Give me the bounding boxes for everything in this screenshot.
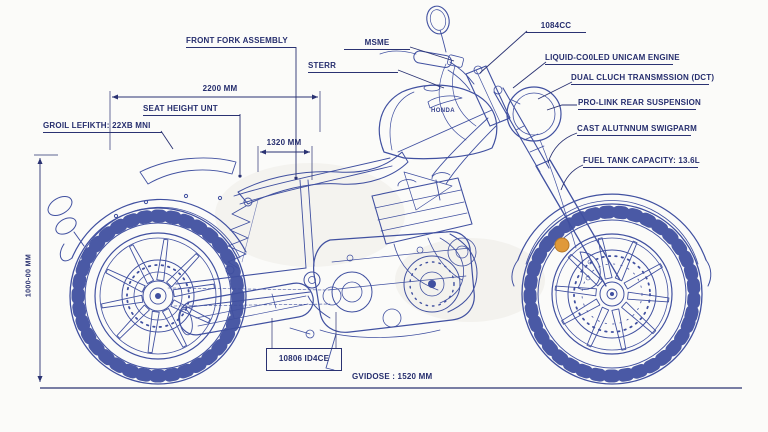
frame [233,109,497,269]
honda-wing-logo [427,95,463,109]
leader-swingarm [547,132,578,164]
label-wheelbase: GVIDOSE : 1520 MM [352,372,433,381]
label-front-fork-assembly: FRONT FORK ASSEMBLY [186,36,296,48]
handlebar-assembly [379,5,511,141]
grip [413,50,452,68]
annotation-lines [34,30,742,389]
kickstand [325,333,337,371]
fuel-tank [378,84,498,160]
swingarm [167,267,342,309]
label-seat-height: SEAT HEIGHT UNT [143,104,240,116]
front-fork [493,85,712,290]
label-fuel-tank: FUEL TANK CAPACITY: 13.6L [583,156,700,168]
front-brake-disc [567,249,657,339]
turn-signal [55,217,77,235]
label-dim-height: 1000-00 MM [25,253,33,298]
rear-fender [47,157,247,265]
engine [289,172,477,371]
leader-displacement [479,30,528,74]
brake-caliper [577,251,601,290]
mirror [426,5,450,35]
headlight [506,86,562,142]
leader-suspension [546,104,577,111]
label-steer: STERR [308,61,398,73]
leader-overall-length [160,130,174,150]
mirror-stalk [439,29,447,53]
leader-transmission [537,81,573,100]
exhaust [178,233,478,336]
pillion-pad [139,157,237,185]
alternator-cover [331,271,373,313]
label-overall-length: GROIL LEFIKTH: 22XB MNI [43,121,162,133]
headstock [465,65,511,127]
label-dim-2200: 2200 MM [202,84,238,93]
label-handlebar-callout: MSME [344,38,410,50]
rear-shock [225,197,259,275]
accent-marker-dot [554,237,570,253]
leader-msme [409,46,455,62]
leader-steer [397,69,445,89]
fuel-cap [423,84,441,92]
label-part-code: 10806 ID4CE [266,348,342,371]
throttle-cable [452,65,477,127]
brake-lever [379,50,417,55]
tail-light [47,196,73,216]
leader-engine [512,61,547,89]
tank-brand-text: HONDA [431,108,455,114]
muffler [178,282,314,336]
seat [237,151,409,205]
front-wheel [521,203,703,385]
clutch-cover [403,255,461,313]
rear-wheel [69,207,247,385]
label-engine: LIQUID-CO0LED UNICAM ENGINE [545,53,680,65]
label-transmission: DUAL CLUCH TRANSMSSION (DCT) [571,73,714,85]
rear-brake-disc [121,259,195,333]
label-rear-suspension: PRO-LINK REAR SUSPENSION [578,98,701,110]
brake-line [539,139,577,249]
label-swingarm: CAST ALUTNNUM SWIGPARM [577,124,697,136]
label-dim-1320: 1320 MM [266,138,302,147]
label-displacement: 1084CC [526,21,586,33]
front-fender [517,193,707,261]
leader-fuel [560,164,584,191]
